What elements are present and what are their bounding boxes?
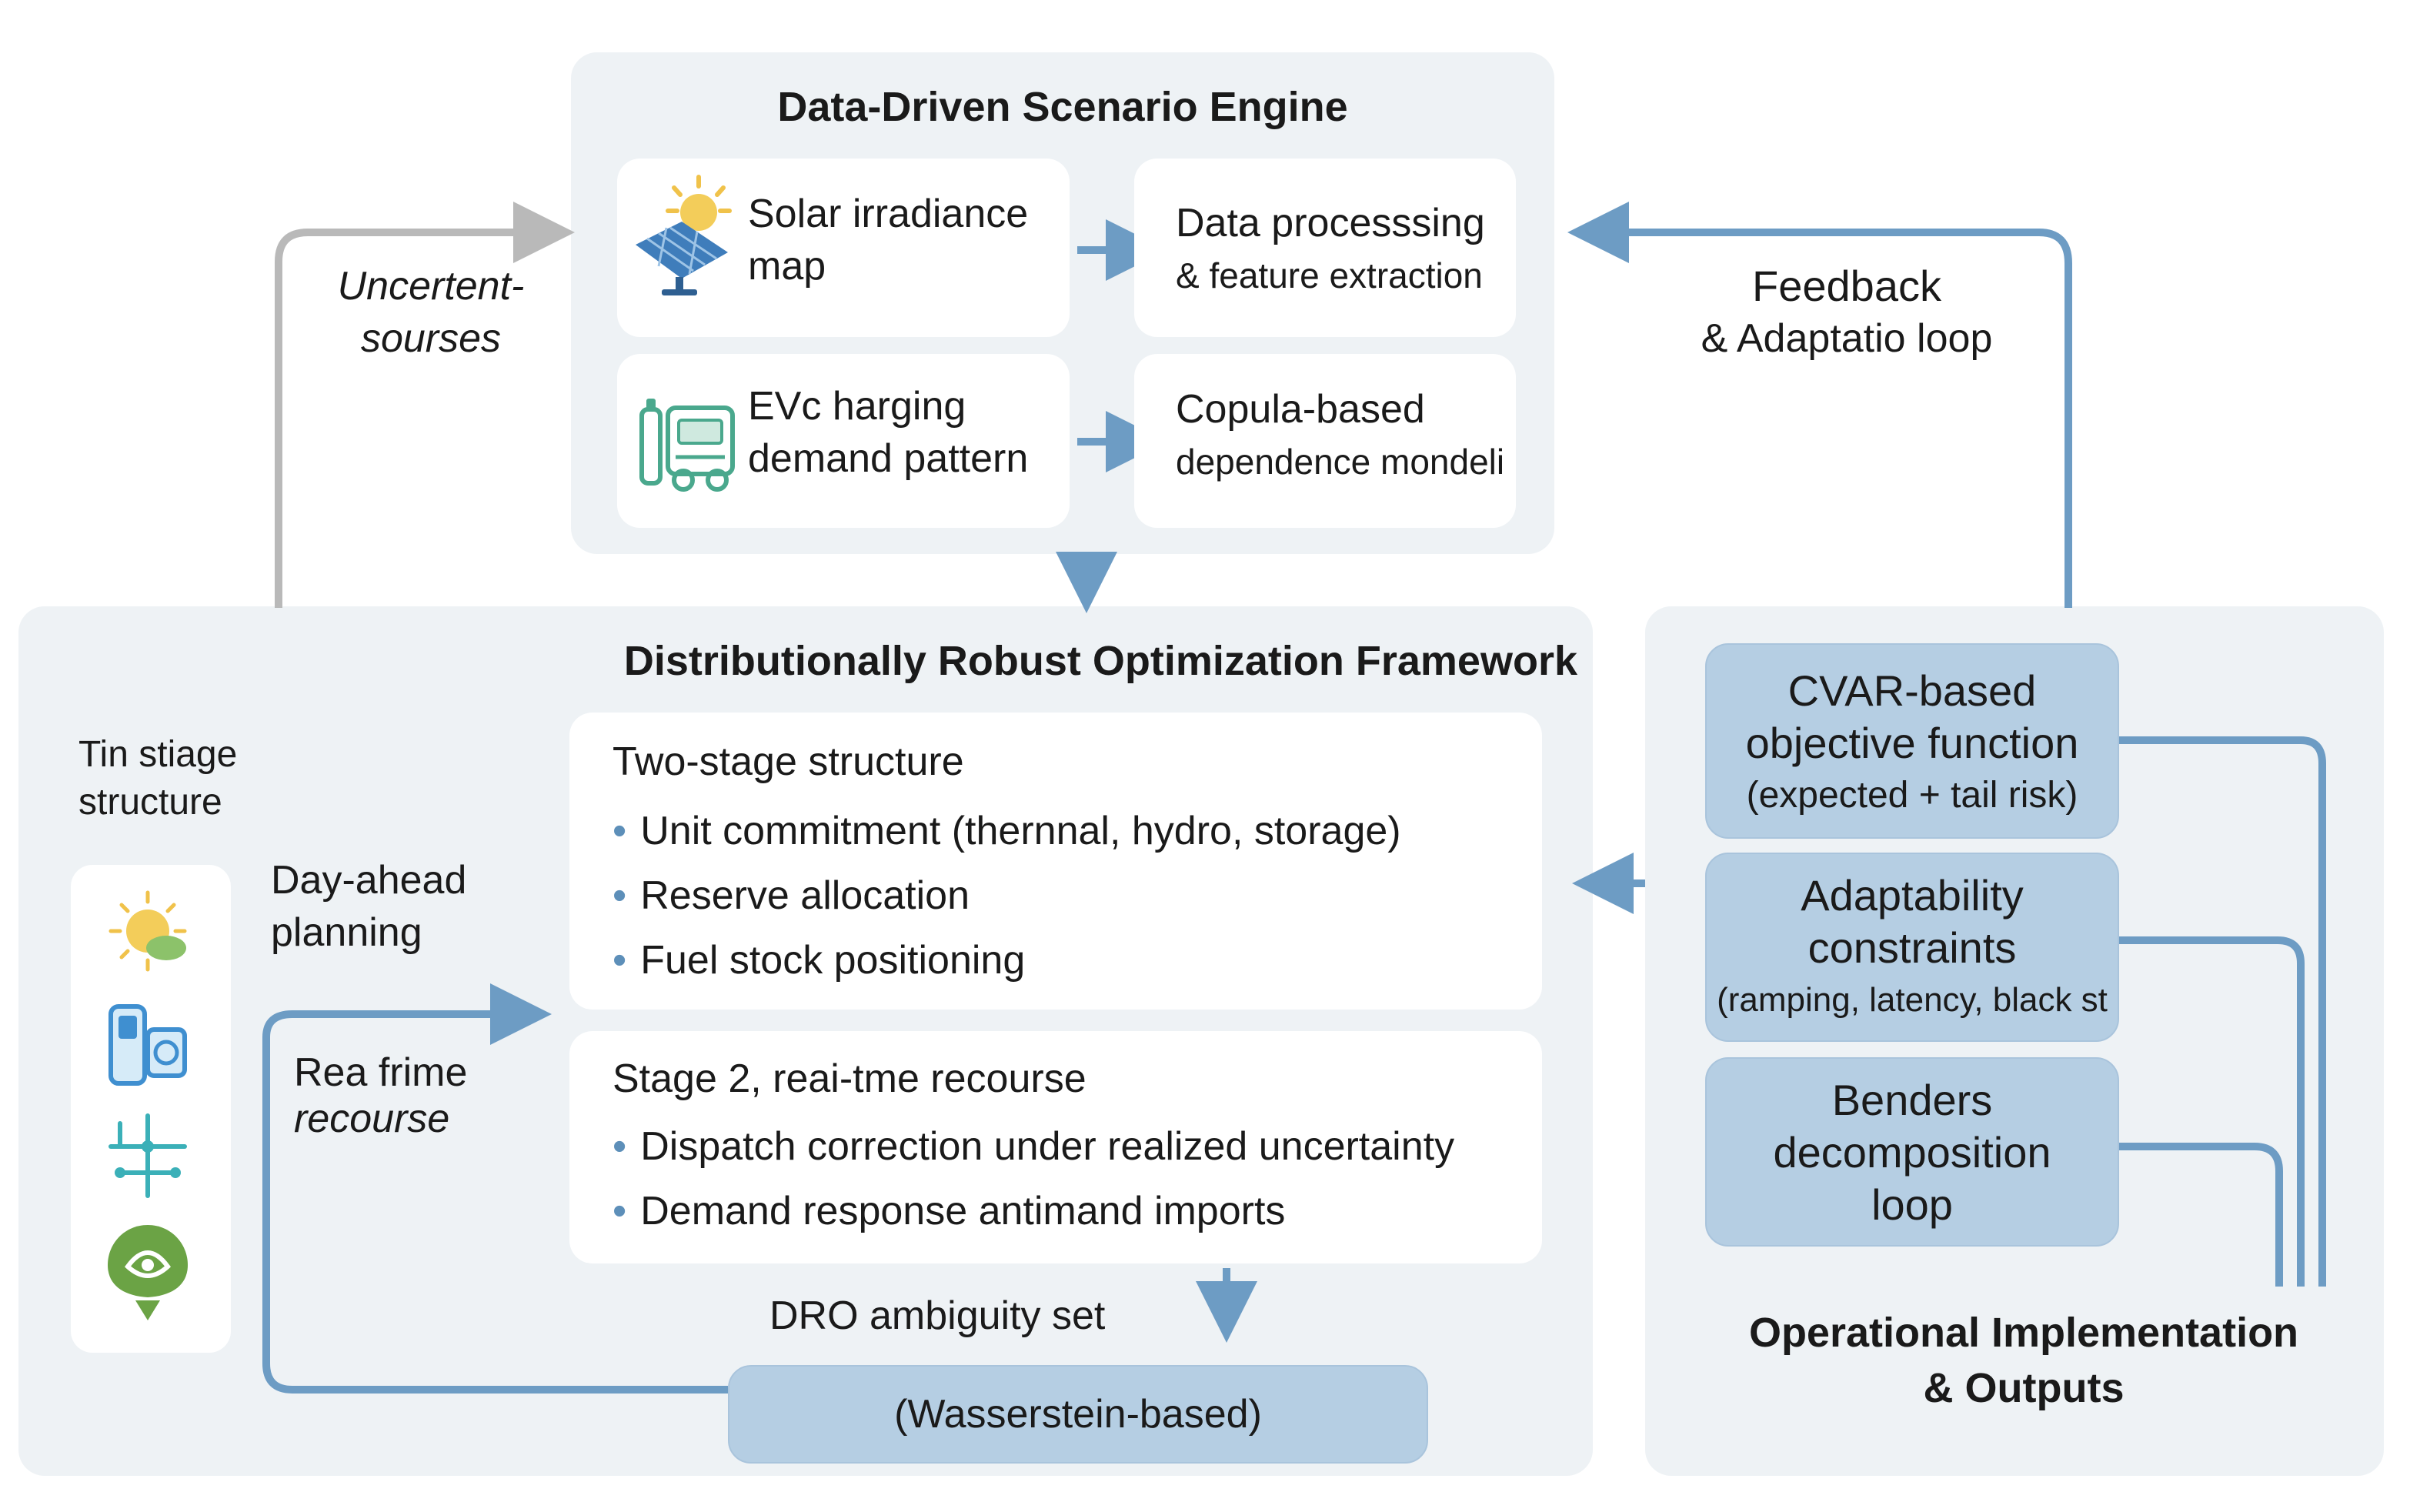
sun-leaf-icon (108, 890, 187, 972)
copula-label-line2: dependence mondeli (1176, 442, 1505, 482)
uncertainty-line1: Uncertent- (337, 264, 525, 309)
cvar-line1: CVAR-based (1787, 666, 2037, 715)
operational-title-line1: Operational Implementation (1748, 1310, 2299, 1356)
real-time-line1: Rea frime (294, 1050, 468, 1095)
scenario-engine-title: Data-Driven Scenario Engine (777, 84, 1348, 130)
hydro-drop-icon (108, 1225, 188, 1320)
solar-panel-icon (636, 175, 732, 295)
tin-stiage-line2: structure (78, 782, 222, 823)
grid-network-icon (108, 1113, 187, 1198)
ambiguity-box-label: (Wasserstein-based) (894, 1392, 1262, 1437)
solar-label-line1: Solar irradiance (748, 192, 1029, 236)
feedback-arrow (1567, 202, 2072, 608)
adapt-connector (2116, 936, 2305, 1287)
dro-title: Distributionally Robust Optimization Fra… (623, 638, 1577, 684)
tin-stiage-line1: Tin stiage (78, 734, 238, 775)
stage1-heading: Two-stage structure (613, 739, 964, 784)
processing-card: Data processsing & feature extraction (1134, 159, 1516, 337)
adapt-line1: Adaptability (1801, 871, 2024, 920)
stage1-bullet: Fuel stock positioning (613, 928, 1401, 993)
feedback-line1: Feedback (1752, 262, 1941, 310)
uncertainty-arrow (275, 202, 575, 608)
processing-label-line2: & feature extraction (1176, 255, 1483, 295)
cvar-line3: (expected + tail risk) (1746, 775, 2078, 816)
stage2-card: Stage 2, reai-tme recourse Dispatch corr… (569, 1031, 1542, 1263)
uncertainty-line2: sourses (360, 316, 502, 361)
icon-column (71, 865, 231, 1353)
stage2-bullets: Dispatch correction under realized uncer… (613, 1114, 1454, 1243)
adapt-line2: constraints (1807, 923, 2017, 972)
benders-line1: Benders (1831, 1076, 1993, 1124)
ev-card: EVc harging demand pattern (617, 354, 1070, 528)
uncertainty-label: Uncertent- sourses (308, 260, 554, 365)
ambiguity-label: DRO ambiguity set (769, 1293, 1106, 1338)
ev-label-line2: demand pattern (748, 436, 1029, 481)
feedback-line2: & Adaptatio loop (1701, 316, 1993, 361)
stage2-bullet: Demand response antimand imports (613, 1179, 1454, 1243)
adapt-line3: (ramping, latency, black st (1717, 981, 2108, 1019)
day-ahead-label: Day-ahead planning (271, 854, 466, 959)
ev-label-line1: EVc harging (748, 384, 966, 429)
ev-station-icon (108, 1004, 187, 1086)
solar-label-line2: map (748, 244, 826, 289)
cvar-connector (2116, 736, 2326, 1287)
benders-line2: decomposition (1773, 1128, 2051, 1177)
cvar-box: CVAR-based objective function (expected … (1705, 643, 2119, 839)
processing-label-line1: Data processsing (1176, 201, 1485, 245)
day-ahead-line2: planning (271, 910, 422, 955)
day-ahead-line1: Day-ahead (271, 858, 467, 903)
adaptability-box: Adaptability constraints (ramping, laten… (1705, 853, 2119, 1042)
stage1-card: Two-stage structure Unit commitment (the… (569, 713, 1542, 1010)
ev-charger-icon (639, 399, 735, 492)
solar-card: Solar irradiance map (617, 159, 1070, 337)
real-time-line2: recourse (294, 1096, 450, 1141)
benders-box: Benders decomposition loop (1705, 1057, 2119, 1247)
benders-connector (2116, 1143, 2283, 1287)
stage2-heading: Stage 2, reai-tme recourse (613, 1056, 1086, 1101)
ambiguity-box: (Wasserstein-based) (728, 1365, 1428, 1464)
stage1-bullets: Unit commitment (thernnal, hydro, storag… (613, 799, 1401, 993)
feedback-label: Feedback & Adaptatio loop (1670, 260, 2024, 365)
cvar-line2: objective function (1745, 719, 2079, 767)
real-time-label: Rea frime recourse (294, 1050, 467, 1142)
benders-line3: loop (1871, 1180, 1953, 1229)
tin-stiage-label: Tin stiage structure (78, 731, 237, 826)
operational-title: Operational Implementation & Outputs (1677, 1305, 2370, 1416)
stage1-bullet: Unit commitment (thernnal, hydro, storag… (613, 799, 1400, 863)
stage2-bullet: Dispatch correction under realized uncer… (613, 1114, 1454, 1179)
operational-title-line2: & Outputs (1923, 1365, 2125, 1411)
copula-label-line1: Copula-based (1176, 387, 1425, 432)
recourse-loop-arrow (262, 983, 728, 1394)
copula-card: Copula-based dependence mondeli (1134, 354, 1516, 528)
stage1-bullet: Reserve allocation (613, 863, 1401, 928)
